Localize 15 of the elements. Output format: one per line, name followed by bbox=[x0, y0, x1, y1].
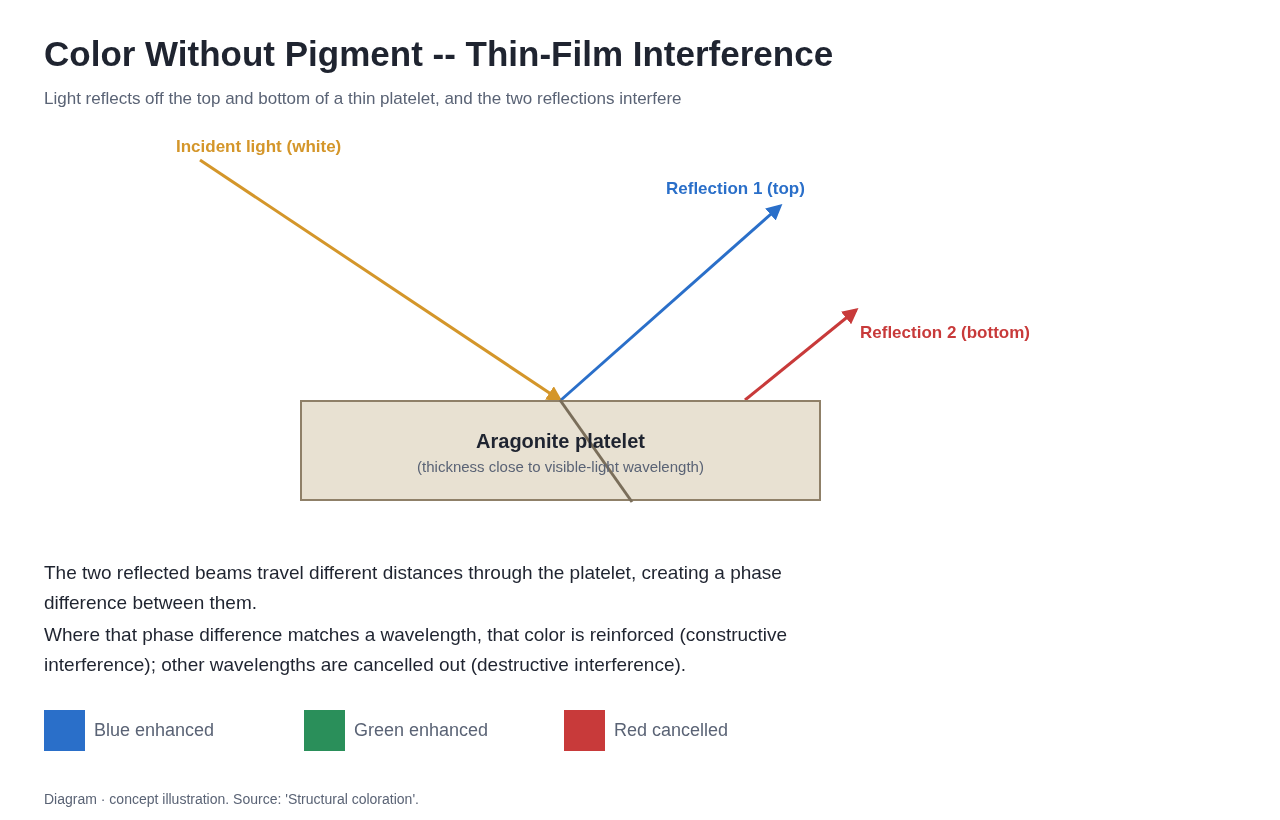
ray-label: Incident light (white) bbox=[176, 134, 342, 160]
legend-label: Green enhanced bbox=[354, 719, 489, 742]
legend-label: Red cancelled bbox=[614, 719, 729, 742]
light-ray-arrow bbox=[744, 308, 859, 402]
light-ray-arrow bbox=[560, 203, 783, 402]
ray-label: Reflection 1 (top) bbox=[666, 176, 805, 202]
explanation-text: Where that phase difference matches a wavelength, that color is reinforced (constructive interference); other wavelengths are cancelled out (destructive interference). bbox=[44, 623, 789, 677]
subtitle: Light reflects off the top and bottom of a thin platelet, and the two reflections interfere bbox=[44, 88, 682, 110]
caption: Diagram · concept illustration. Source: 'Structural coloration'. bbox=[44, 790, 419, 809]
light-ray-arrow bbox=[199, 158, 563, 402]
title: Color Without Pigment -- Thin-Film Interference bbox=[44, 33, 834, 75]
explanation-text: The two reflected beams travel different distances through the platelet, creating a phase difference between them. bbox=[44, 561, 783, 615]
legend-label: Blue enhanced bbox=[94, 719, 215, 742]
ray-label: Reflection 2 (bottom) bbox=[860, 320, 1030, 346]
platelet-box bbox=[300, 400, 821, 501]
